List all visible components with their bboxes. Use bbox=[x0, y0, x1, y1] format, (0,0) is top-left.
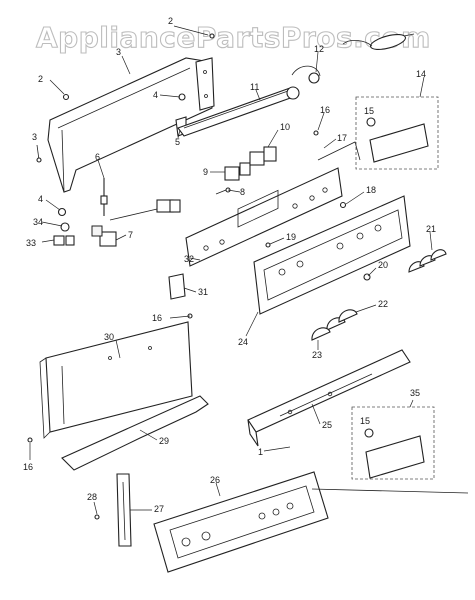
part-3-rear-panel[interactable] bbox=[47, 57, 215, 193]
callout-28: 28 bbox=[87, 492, 97, 502]
callout-17: 17 bbox=[337, 133, 347, 143]
part-19-screw[interactable] bbox=[265, 242, 271, 248]
callout-labels: 2 3 2 4 5 3 6 4 34 33 7 9 8 10 11 12 14 … bbox=[23, 16, 436, 514]
part-32-control-panel-frame[interactable] bbox=[185, 167, 343, 267]
callout-16-mid: 16 bbox=[152, 313, 162, 323]
callout-34: 34 bbox=[33, 217, 43, 227]
part-11-lamp-tube[interactable] bbox=[177, 86, 300, 137]
callout-2-top: 2 bbox=[168, 16, 173, 26]
callout-7: 7 bbox=[128, 230, 133, 240]
part-26-front-panel[interactable] bbox=[153, 471, 329, 573]
watermark-text: AppliancePartsPros.com bbox=[36, 21, 431, 54]
callout-23: 23 bbox=[312, 350, 322, 360]
part-7-switch[interactable] bbox=[91, 199, 181, 247]
part-6-rod[interactable] bbox=[100, 178, 108, 216]
part-29-trim[interactable] bbox=[61, 395, 209, 471]
callout-3-left: 3 bbox=[32, 132, 37, 142]
part-27-side-strip[interactable] bbox=[116, 473, 132, 547]
callout-31: 31 bbox=[198, 287, 208, 297]
callout-24: 24 bbox=[238, 337, 248, 347]
callout-8: 8 bbox=[240, 187, 245, 197]
callout-10: 10 bbox=[280, 122, 290, 132]
callout-29: 29 bbox=[159, 436, 169, 446]
part-30-rear-panel[interactable] bbox=[39, 321, 193, 439]
reference-line bbox=[311, 488, 469, 494]
part-8-clip[interactable] bbox=[215, 187, 231, 195]
leader-lines bbox=[29, 25, 433, 515]
callout-32: 32 bbox=[184, 254, 194, 264]
callout-25: 25 bbox=[322, 420, 332, 430]
part-23-knob[interactable] bbox=[311, 327, 331, 341]
part-16-screw[interactable] bbox=[27, 130, 319, 443]
callout-30: 30 bbox=[104, 332, 114, 342]
callout-26: 26 bbox=[210, 475, 220, 485]
callout-5: 5 bbox=[175, 137, 180, 147]
callout-35: 35 bbox=[410, 388, 420, 398]
callout-14: 14 bbox=[416, 69, 426, 79]
callout-19: 19 bbox=[286, 232, 296, 242]
callout-18: 18 bbox=[366, 185, 376, 195]
part-18-screw[interactable] bbox=[339, 201, 347, 209]
part-22-knob[interactable] bbox=[326, 309, 358, 331]
part-12-socket[interactable] bbox=[291, 65, 321, 84]
part-2-screw-top[interactable] bbox=[62, 33, 215, 101]
part-28-screw[interactable] bbox=[94, 514, 100, 520]
callout-20: 20 bbox=[378, 260, 388, 270]
part-35-inset[interactable] bbox=[351, 406, 435, 480]
callout-3: 3 bbox=[116, 47, 121, 57]
part-9-starter[interactable] bbox=[224, 162, 251, 181]
callout-4-top: 4 bbox=[153, 90, 158, 100]
part-21-knob[interactable] bbox=[408, 249, 447, 273]
callout-16-left: 16 bbox=[23, 462, 33, 472]
part-33-connector[interactable] bbox=[53, 235, 75, 246]
callout-9: 9 bbox=[203, 167, 208, 177]
part-34-nut[interactable] bbox=[60, 222, 70, 232]
part-13-cord[interactable] bbox=[342, 32, 415, 53]
callout-4-left: 4 bbox=[38, 194, 43, 204]
callout-1: 1 bbox=[258, 447, 263, 457]
callout-12: 12 bbox=[314, 44, 324, 54]
callout-22: 22 bbox=[378, 299, 388, 309]
part-24-control-panel[interactable] bbox=[253, 195, 411, 315]
callout-11: 11 bbox=[250, 82, 259, 92]
part-17-rail[interactable] bbox=[317, 141, 361, 161]
part-1-screw[interactable] bbox=[36, 144, 42, 163]
part-31-plate[interactable] bbox=[168, 273, 186, 300]
callout-15-top: 15 bbox=[364, 106, 374, 116]
part-14-inset[interactable] bbox=[355, 96, 439, 170]
callout-15-bottom: 15 bbox=[360, 416, 370, 426]
part-10-ballast[interactable] bbox=[249, 146, 277, 166]
callout-27: 27 bbox=[154, 504, 164, 514]
callout-21: 21 bbox=[426, 224, 436, 234]
callout-6: 6 bbox=[95, 152, 100, 162]
callout-16-top: 16 bbox=[320, 105, 330, 115]
callout-33: 33 bbox=[26, 238, 36, 248]
callout-2-left: 2 bbox=[38, 74, 43, 84]
part-25-rail[interactable] bbox=[247, 349, 411, 447]
